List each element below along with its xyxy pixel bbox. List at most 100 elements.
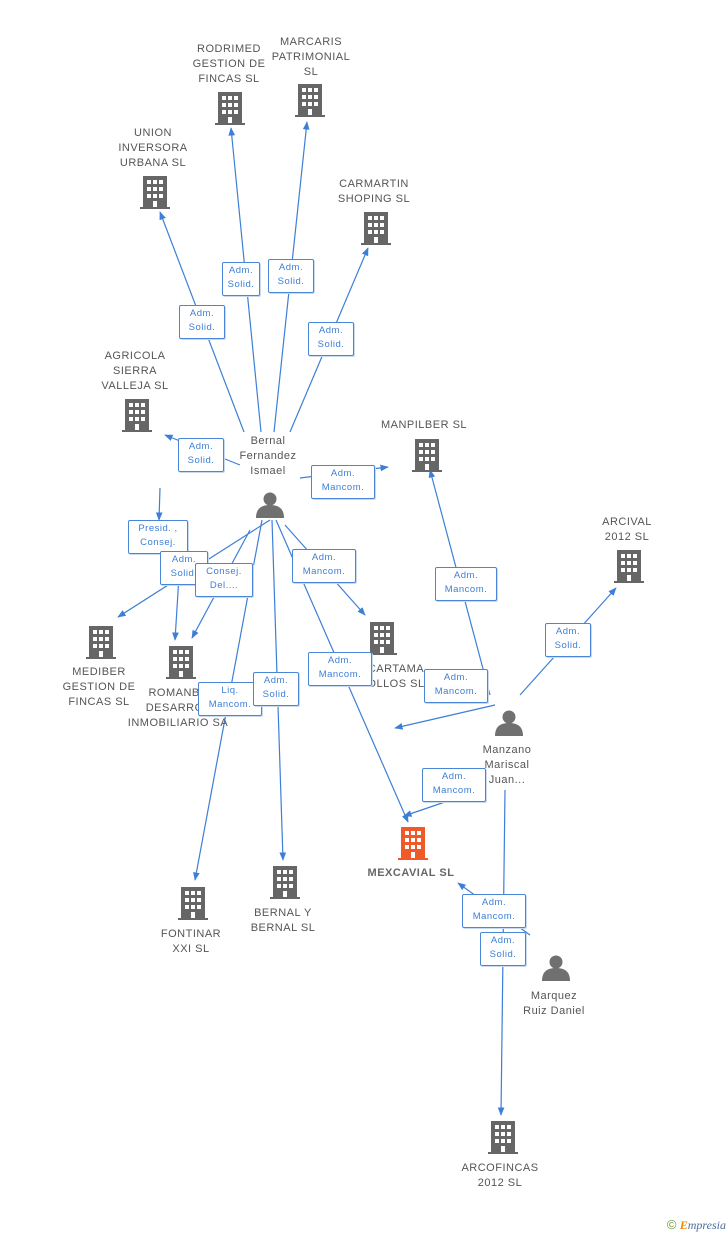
building-icon[interactable] [295,84,325,117]
role-badge[interactable]: Adm.Solid. [179,305,225,339]
node-label-manpilber[interactable]: MANPILBER SL [359,418,489,433]
node-label-mexcavial[interactable]: MEXCAVIAL SL [346,866,476,881]
building-icon[interactable] [488,1121,518,1154]
node-label-line: FINCAS SL [68,696,130,708]
role-badge-line: Mancom. [434,686,478,697]
node-label-line: GESTION DE [192,58,266,70]
node-label-line: AGRICOLA [104,350,166,362]
node-label-line: 2012 SL [604,531,650,543]
node-label-line: CARTAMA [367,663,425,675]
role-badge-line: Adm. [327,655,353,666]
role-badge[interactable]: Liq. Mancom. [198,682,262,716]
node-label-line: MANPILBER SL [380,419,468,431]
node-label-line: BERNAL Y [254,907,312,919]
building-icon[interactable] [86,626,116,659]
building-icon[interactable] [140,176,170,209]
role-badge[interactable]: Adm.Mancom. [308,652,372,686]
role-badge-line: Adm. [443,672,469,683]
brand-name: mpresia [687,1218,726,1232]
building-icon[interactable] [215,92,245,125]
building-icon[interactable] [361,212,391,245]
building-icon[interactable] [270,866,300,899]
role-badge[interactable]: Adm.Mancom. [292,549,356,583]
role-badge[interactable]: Presid. ,Consej. [128,520,188,554]
role-badge[interactable]: Adm. Solid. [178,438,224,472]
role-badge-line: Presid. , [138,523,178,534]
role-badge-line: Adm. [171,554,197,565]
node-label-line: MEDIBER [72,666,126,678]
person-icon[interactable] [495,710,523,737]
node-label-rodrimed[interactable]: RODRIMED GESTION DE FINCAS SL [164,42,294,87]
node-label-line: SHOPING SL [337,193,411,205]
role-badge-line: Mancom. [444,584,488,595]
role-badge[interactable]: Adm. Mancom. [435,567,497,601]
role-badge-line: Solid. [317,339,345,350]
node-label-line: FINCAS SL [198,73,260,85]
node-label-line: Manzano [482,744,532,756]
role-badge[interactable]: Adm.Solid. [480,932,526,966]
building-icon[interactable] [122,399,152,432]
node-label-line: Ruiz Daniel [523,1005,585,1017]
node-label-line: SIERRA [113,365,157,377]
building-icon[interactable] [166,646,196,679]
role-badge-line: Adm. [263,675,289,686]
building-icon[interactable] [398,827,428,860]
role-badge-line: Solid. [188,322,216,333]
building-icon[interactable] [412,439,442,472]
building-icon[interactable] [178,887,208,920]
node-label-line: 2012 SL [477,1177,523,1189]
role-badge-line: Solid. [277,276,305,287]
role-badge-line: Adm. [188,441,214,452]
role-badge-line: Mancom. [208,699,252,710]
role-badge-line: Liq. [221,685,239,696]
role-badge-line: Adm. [453,570,479,581]
role-badge-line: Adm. [441,771,467,782]
role-badge-line: Solid. [554,640,582,651]
node-label-line: Fernandez [239,450,297,462]
building-icon[interactable] [367,622,397,655]
person-icon[interactable] [256,492,284,519]
role-badge-line: Mancom. [302,566,346,577]
person-icon[interactable] [542,955,570,982]
role-badge[interactable]: Adm.Solid. [308,322,354,356]
building-icon[interactable] [614,550,644,583]
role-badge[interactable]: Consej.Del.... [195,563,253,597]
role-badge[interactable]: Adm.Solid. [222,262,260,296]
role-badge-line: Solid. [187,455,215,466]
role-badge[interactable]: Adm. Mancom. [424,669,488,703]
role-badge[interactable]: Adm.Solid. [545,623,591,657]
role-badge-line: Adm. [481,897,507,908]
role-badge-line: Adm. [490,935,516,946]
node-label-line: ROMANBE [148,687,208,699]
node-label-line: PATRIMONIAL [271,51,351,63]
node-label-line: RODRIMED [197,43,261,55]
node-label-line: URBANA SL [119,157,187,169]
node-label-line: MARCARIS [279,36,343,48]
node-label-line: DESARROL [145,702,211,714]
copyright-symbol: © [666,1217,677,1232]
node-label-line: ARCIVAL [602,516,652,528]
relationship-edges [117,121,617,1116]
node-label-arcival[interactable]: ARCIVAL 2012 SL [562,515,692,545]
node-label-line: Mariscal [484,759,530,771]
role-badge[interactable]: Adm.Solid. [268,259,314,293]
role-badge[interactable]: Adm.Mancom. [422,768,486,802]
empresia-watermark: © Empresia [667,1217,726,1233]
role-badge-line: Adm. [228,265,254,276]
role-badge[interactable]: Adm.Mancom. [462,894,526,928]
role-badge[interactable]: Adm.Mancom. [311,465,375,499]
role-badge[interactable]: Adm.Solid. [253,672,299,706]
